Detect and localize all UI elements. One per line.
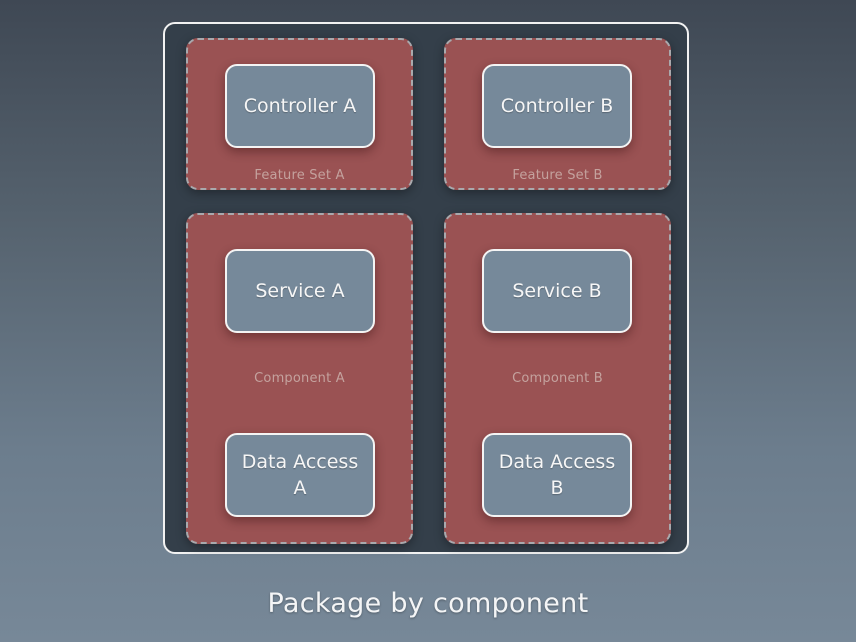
group-feature-set-b: Controller B Feature Set B xyxy=(444,38,671,190)
node-label: Data Access B xyxy=(498,451,616,499)
node-label: Controller B xyxy=(500,95,614,117)
group-label: Component A xyxy=(254,371,345,386)
node-label: Service A xyxy=(255,280,345,302)
diagram-caption: Package by component xyxy=(267,588,589,619)
group-label: Feature Set B xyxy=(512,168,603,183)
group-feature-set-a: Controller A Feature Set A xyxy=(186,38,413,190)
node-data-access-a: Data Access A xyxy=(225,433,375,517)
node-controller-a: Controller A xyxy=(225,64,375,148)
node-service-a: Service A xyxy=(225,249,375,333)
group-component-b: Service B Component B Data Access B xyxy=(444,213,671,544)
node-data-access-b: Data Access B xyxy=(482,433,632,517)
node-service-b: Service B xyxy=(482,249,632,333)
group-label: Component B xyxy=(512,371,603,386)
node-label: Service B xyxy=(512,280,602,302)
group-component-a: Service A Component A Data Access A xyxy=(186,213,413,544)
node-label: Controller A xyxy=(243,95,357,117)
application-boundary: Controller A Feature Set A Controller B … xyxy=(163,22,689,554)
node-label: Data Access A xyxy=(241,451,359,499)
group-label: Feature Set A xyxy=(254,168,345,183)
node-controller-b: Controller B xyxy=(482,64,632,148)
